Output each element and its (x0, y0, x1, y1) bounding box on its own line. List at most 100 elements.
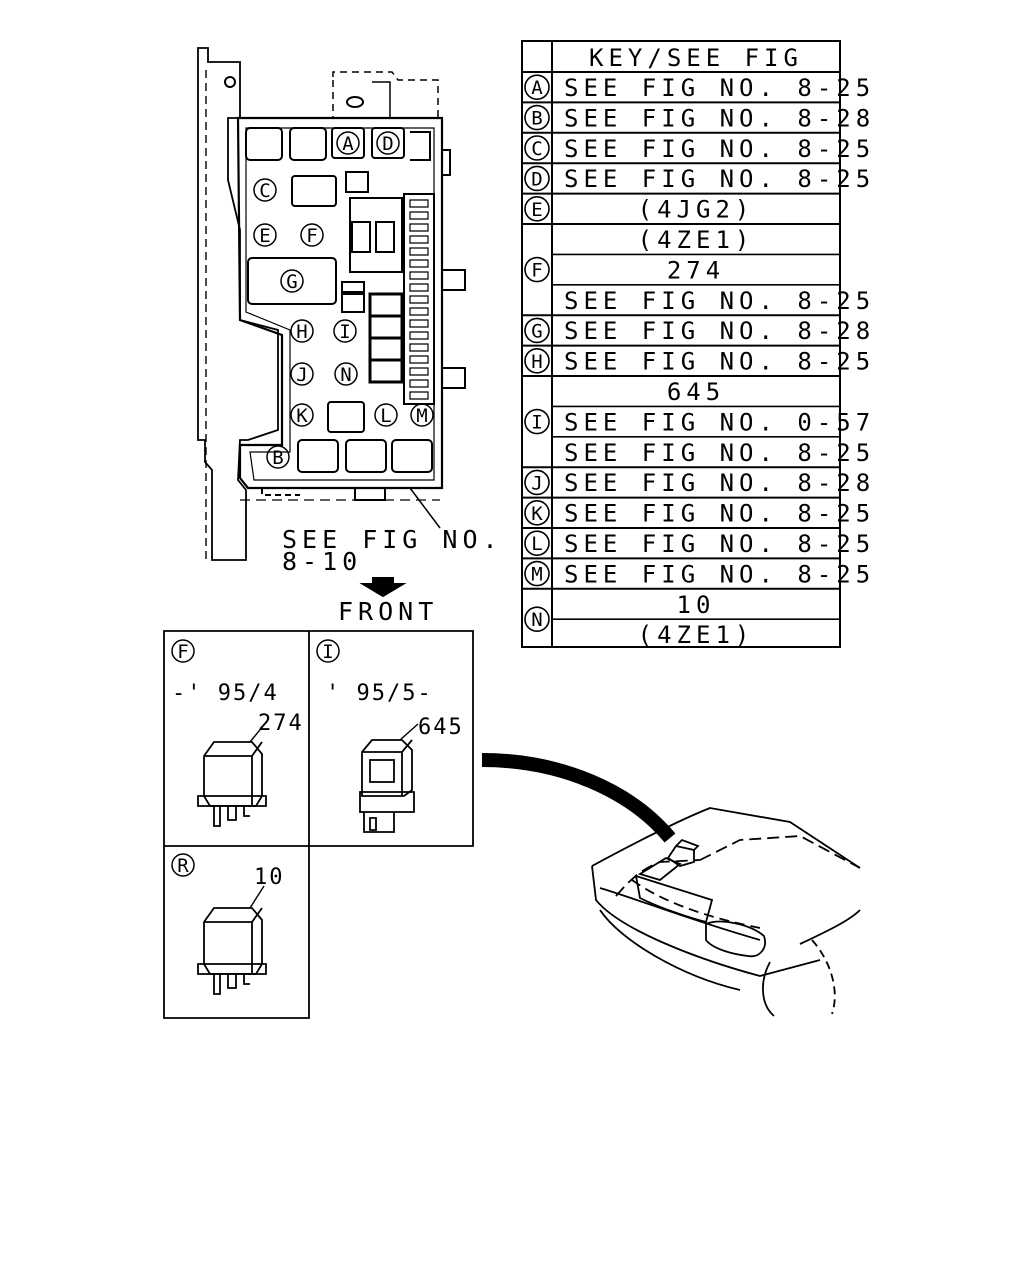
panel-f: F -' 95/4 274 (171, 639, 302, 827)
callout-I: I (333, 319, 357, 343)
key-letter: F (531, 260, 542, 282)
key-letter: E (531, 199, 542, 221)
callout-N-label: N (340, 364, 351, 386)
key-letter: K (531, 503, 543, 525)
relay-645-icon (359, 723, 419, 833)
key-table-entry: 10 (677, 591, 716, 619)
see-fig-line1: SEE FIG NO. (282, 525, 503, 554)
callout-A-label: A (342, 133, 354, 155)
panel-r-part: 10 (254, 865, 285, 890)
key-table-entry: SEE FIG NO. 8-25 (564, 439, 875, 467)
callout-M: M (410, 403, 434, 427)
key-table-entry: SEE FIG NO. 8-25 (564, 348, 875, 376)
callout-F: F (300, 223, 324, 247)
key-table-entry: SEE FIG NO. 8-25 (564, 165, 875, 193)
fuse-slot (409, 271, 429, 280)
key-circle-icon (524, 74, 550, 100)
fuse-slot (409, 259, 429, 268)
callout-G: G (280, 269, 304, 293)
fuse-slot (409, 295, 429, 304)
callout-M-label: M (416, 405, 427, 427)
key-table-header: KEY/SEE FIG (589, 44, 803, 72)
callout-J: J (290, 362, 314, 386)
key-letter: A (531, 77, 543, 99)
fuse-slot (409, 379, 429, 388)
key-letter: L (531, 533, 542, 555)
panel-i-key: I (322, 641, 333, 663)
key-circle-icon (524, 104, 550, 131)
key-table-entry: SEE FIG NO. 0-57 (564, 408, 875, 436)
key-table-entry: SEE FIG NO. 8-25 (564, 530, 875, 558)
fuse-slot (409, 283, 429, 292)
fuse-slot (409, 223, 429, 232)
key-circle-icon (524, 408, 550, 435)
key-table-entry: 645 (667, 378, 725, 406)
panel-f-date: -' 95/4 (172, 681, 279, 706)
callout-F-label: F (306, 225, 317, 247)
fuse-box-drawing (197, 47, 466, 598)
key-circle-icon (524, 165, 550, 192)
key-circle-icon (524, 606, 550, 633)
fuse-slot (409, 211, 429, 220)
callout-K-label: K (296, 405, 308, 427)
key-circle-icon (524, 530, 550, 557)
callout-E: E (253, 223, 277, 247)
key-circle-icon (524, 469, 550, 496)
fuse-column-fuses (409, 199, 429, 400)
key-table-entry: SEE FIG NO. 8-25 (564, 560, 875, 588)
key-letter: J (531, 472, 542, 494)
fuse-slot (409, 307, 429, 316)
fuse-slot (409, 355, 429, 364)
fuse-slot (409, 343, 429, 352)
key-table-entry: SEE FIG NO. 8-28 (564, 104, 875, 132)
fuse-slot (409, 367, 429, 376)
key-table-entry: SEE FIG NO. 8-28 (564, 469, 875, 497)
key-table-entry: SEE FIG NO. 8-25 (564, 74, 875, 102)
callout-L-label: L (380, 405, 391, 427)
callout-D: D (376, 131, 400, 155)
panel-f-key: F (177, 641, 188, 663)
front-label: FRONT (338, 597, 438, 626)
key-circle-icon (524, 135, 550, 161)
vehicle-location-view (481, 753, 861, 1017)
key-table-entry: (4ZE1) (638, 621, 755, 649)
key-table-entry: SEE FIG NO. 8-25 (564, 135, 875, 163)
panel-i: I ' 95/5- 645 (316, 639, 462, 833)
key-letter: B (531, 108, 542, 130)
callout-C: C (253, 178, 277, 202)
key-circle-icon (524, 560, 550, 587)
panel-r: R 10 (171, 853, 285, 995)
fuse-slot (409, 199, 429, 208)
key-circle-icon (524, 196, 550, 222)
callout-D-label: D (382, 133, 393, 155)
key-circle-icon (524, 347, 550, 374)
fuse-slot (409, 391, 429, 400)
callout-H-label: H (296, 321, 307, 343)
key-letter: H (531, 351, 542, 373)
key-letter: D (531, 168, 542, 190)
relay-10-icon (197, 885, 267, 995)
fuse-slot (409, 247, 429, 256)
callout-C-label: C (259, 180, 270, 202)
callout-B-label: B (272, 447, 283, 469)
key-table-entry: (4JG2) (638, 196, 755, 224)
callout-G-label: G (286, 271, 297, 293)
panel-r-key: R (177, 855, 189, 877)
key-table-entry: SEE FIG NO. 8-28 (564, 317, 875, 345)
key-letter: C (531, 138, 542, 160)
callout-K: K (290, 403, 314, 427)
relay-274-icon (197, 719, 269, 827)
key-letter: N (531, 609, 542, 631)
fuse-slot (409, 319, 429, 328)
key-letter: M (531, 564, 542, 586)
callout-E-label: E (259, 225, 270, 247)
callout-J-label: J (296, 364, 307, 386)
fuse-slot (409, 331, 429, 340)
callout-H: H (290, 319, 314, 343)
callout-B: B (266, 445, 290, 469)
key-letter: G (531, 320, 542, 342)
key-table-entry: (4ZE1) (638, 226, 755, 254)
key-circle-icon (524, 317, 550, 344)
